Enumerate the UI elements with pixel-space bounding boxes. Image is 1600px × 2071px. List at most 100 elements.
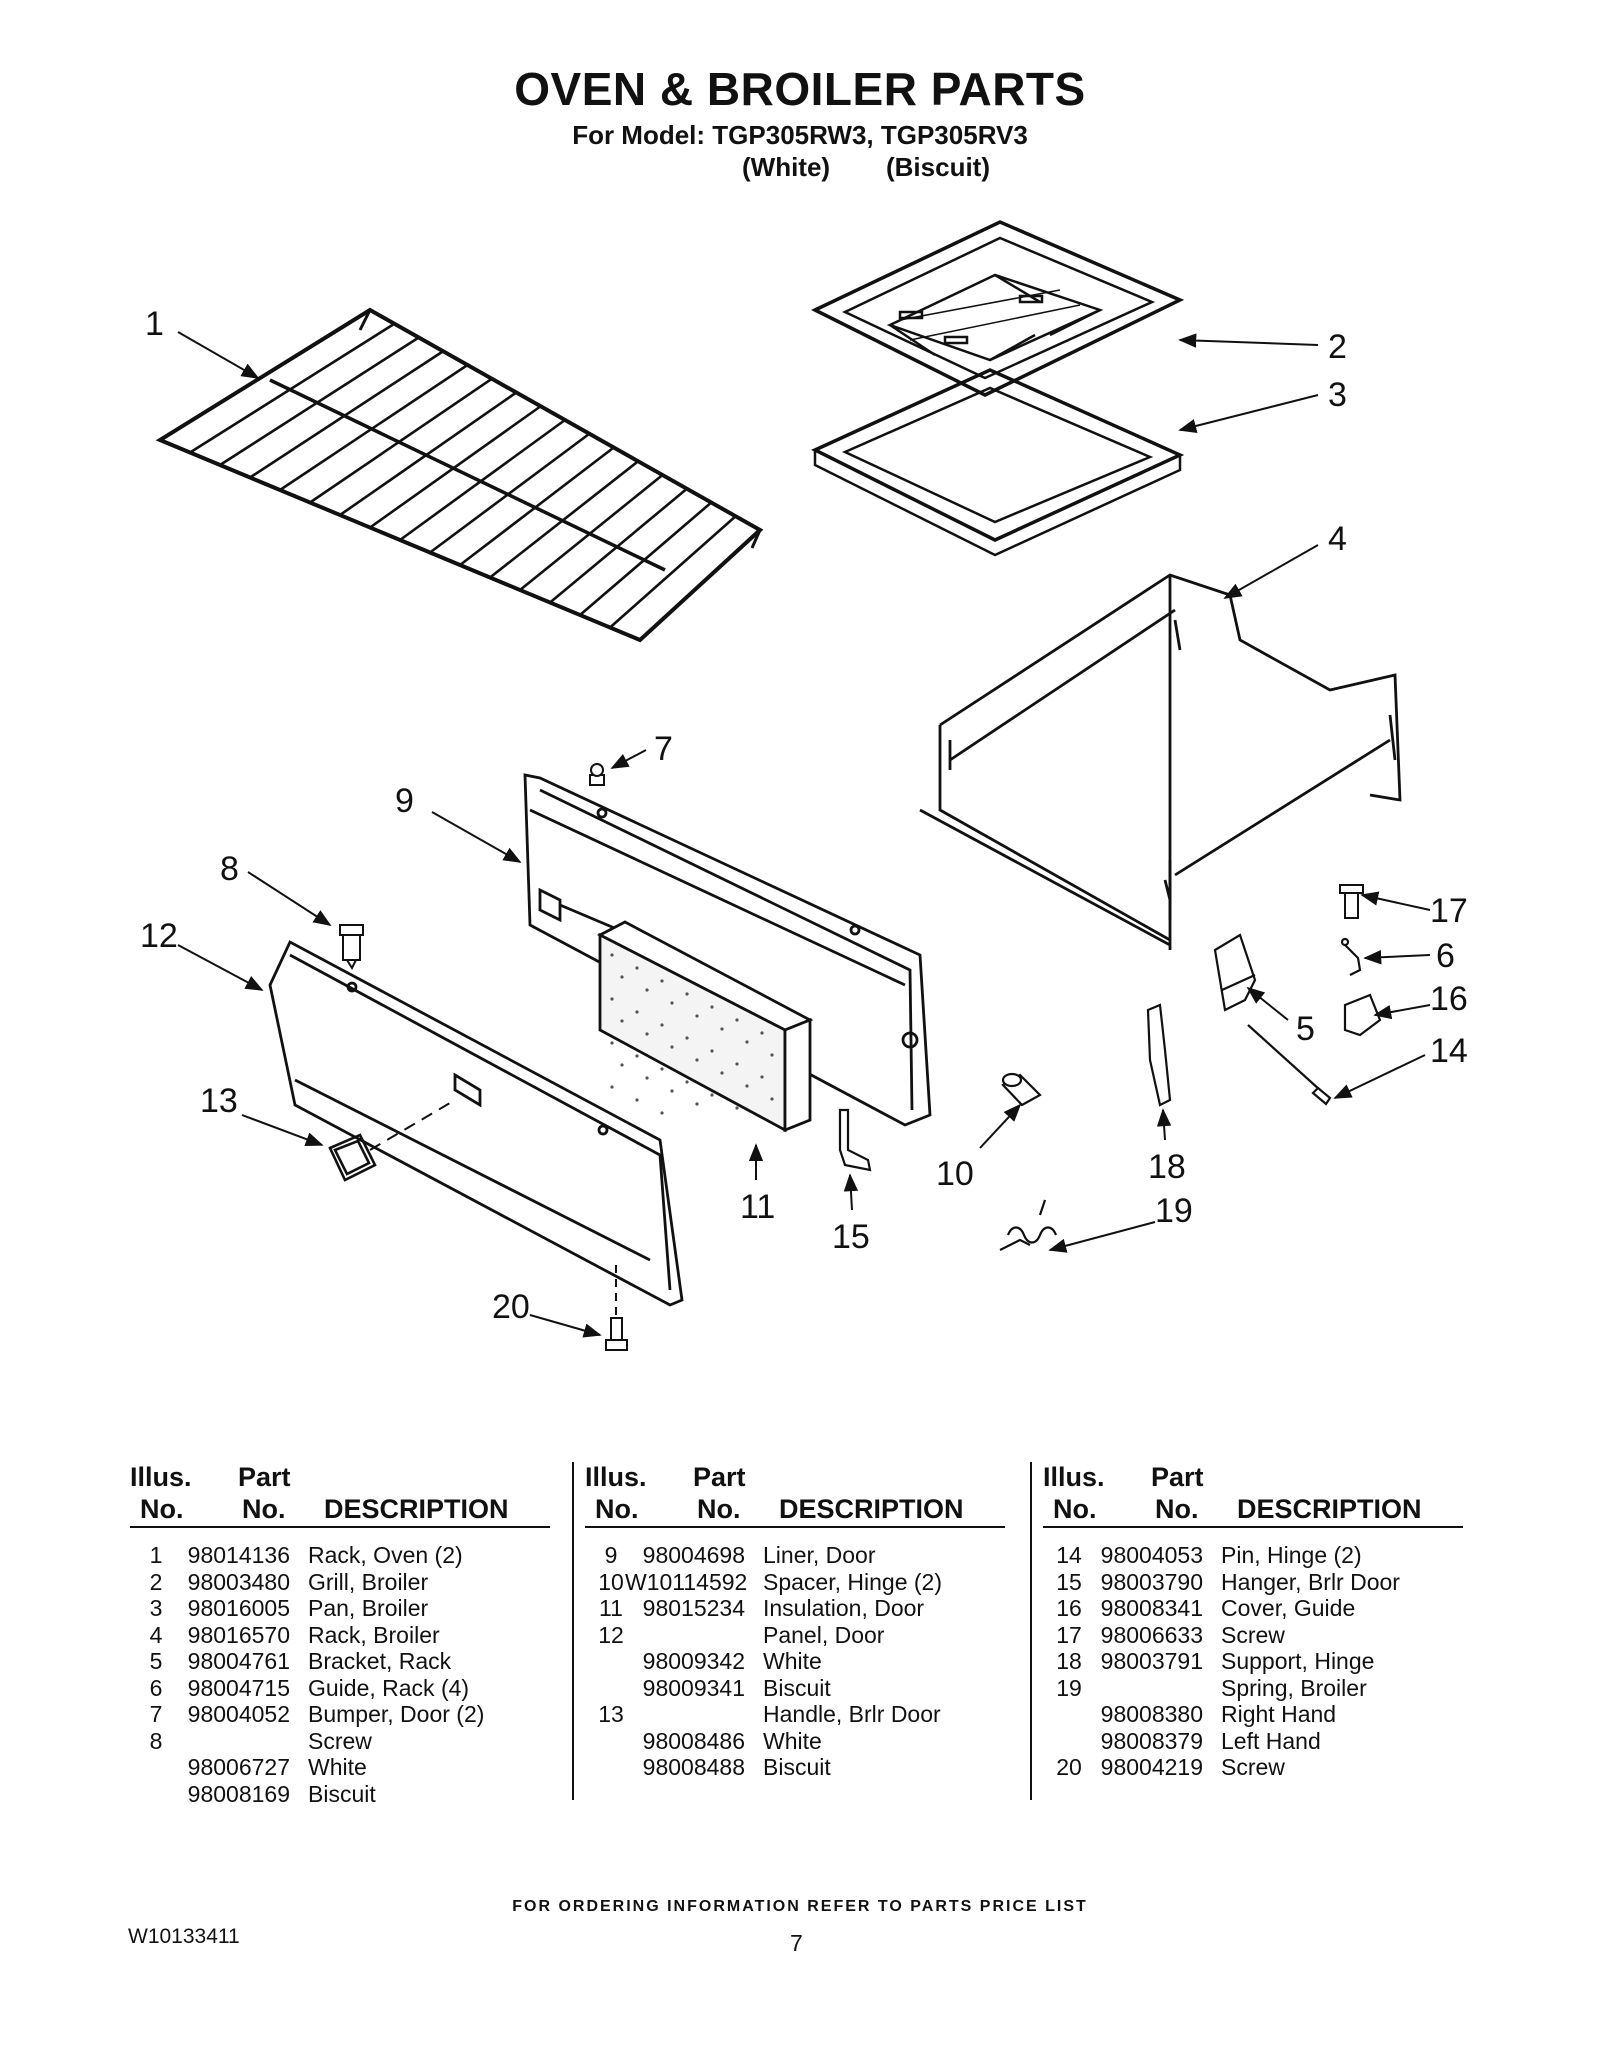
- part-number: 98006727: [187, 1754, 290, 1780]
- screw-8-part: [339, 924, 364, 971]
- part-description: White: [763, 1727, 822, 1754]
- callout-6: 6: [1436, 937, 1455, 975]
- illus-number: 12: [598, 1621, 624, 1648]
- hinge-support-18-part: [1146, 1003, 1172, 1107]
- callout-leaders: [177, 331, 1431, 1338]
- table-row: 98009341 Biscuit: [585, 1675, 1005, 1702]
- part-number: 98015234: [642, 1595, 745, 1621]
- callout-9: 9: [395, 782, 414, 820]
- callout-20: 20: [492, 1288, 530, 1326]
- illus-number: 7: [149, 1701, 163, 1727]
- part-description: Bumper, Door (2): [308, 1701, 485, 1727]
- part-number: 98016005: [187, 1595, 290, 1621]
- illus-number: 8: [149, 1727, 163, 1754]
- part-description: Rack, Broiler: [308, 1621, 440, 1648]
- illus-number: 6: [149, 1674, 163, 1701]
- part-description: Biscuit: [308, 1780, 376, 1807]
- part-number: 98009341: [642, 1674, 745, 1701]
- callout-5: 5: [1296, 1010, 1315, 1048]
- illus-number: 1: [149, 1542, 163, 1568]
- callout-1: 1: [145, 305, 164, 343]
- callout-4: 4: [1328, 520, 1347, 558]
- broiler-pan-part: [810, 368, 1185, 557]
- bumper-7-part: [589, 763, 605, 786]
- part-number: 98003790: [1100, 1568, 1203, 1595]
- part-number: 98009342: [642, 1648, 745, 1674]
- header-illus-no-label: No.: [595, 1494, 639, 1524]
- broiler-rack-part: [919, 573, 1402, 950]
- part-description: Support, Hinge: [1221, 1648, 1375, 1674]
- callout-13: 13: [200, 1082, 238, 1120]
- illus-number: 18: [1056, 1648, 1082, 1674]
- screw-20-part: [605, 1317, 628, 1351]
- callout-19: 19: [1155, 1192, 1193, 1230]
- header-illus-no-label: No.: [140, 1494, 184, 1524]
- callout-17: 17: [1430, 892, 1468, 930]
- header-part-label: Part: [1151, 1462, 1204, 1492]
- hinge-pin-14-part: [1247, 1024, 1332, 1106]
- part-number: 98008486: [642, 1727, 745, 1754]
- header-illus-label: Illus.: [585, 1462, 647, 1492]
- part-description: Guide, Rack (4): [308, 1674, 470, 1701]
- illus-number: 17: [1056, 1621, 1082, 1648]
- header-illus-label: Illus.: [1043, 1462, 1105, 1492]
- part-description: White: [763, 1648, 822, 1674]
- part-description: Insulation, Door: [763, 1595, 925, 1621]
- header-description-label: DESCRIPTION: [324, 1494, 509, 1524]
- part-description: Screw: [1221, 1754, 1285, 1780]
- part-description: Liner, Door: [763, 1542, 876, 1568]
- part-number: 98014136: [187, 1542, 290, 1568]
- part-description: Panel, Door: [763, 1621, 885, 1648]
- part-number: 98008169: [187, 1780, 290, 1807]
- illus-number: 5: [149, 1648, 163, 1674]
- rack-guide-6-part: [1340, 937, 1362, 976]
- header-part-no-label: No.: [242, 1494, 286, 1524]
- callout-7: 7: [654, 730, 673, 768]
- screw-17-part: [1339, 884, 1364, 919]
- part-description: Spacer, Hinge (2): [763, 1568, 942, 1595]
- illus-number: 3: [149, 1595, 163, 1621]
- exploded-parts-diagram: 1 2 3 4 5 6 7 8 9 10 11 12 13 14 15 16 1…: [140, 220, 1468, 1351]
- part-description: Screw: [1221, 1621, 1285, 1648]
- part-number: 98006633: [1100, 1621, 1203, 1648]
- header-description-label: DESCRIPTION: [779, 1494, 964, 1524]
- oven-rack-part: [155, 307, 764, 643]
- broiler-spring-19-part: [999, 1199, 1058, 1251]
- ordering-note: FOR ORDERING INFORMATION REFER TO PARTS …: [512, 1898, 1088, 1915]
- header-part-no-label: No.: [697, 1494, 741, 1524]
- illus-number: 9: [604, 1542, 618, 1568]
- broiler-grill-part: [811, 220, 1185, 397]
- header-illus-no-label: No.: [1053, 1494, 1097, 1524]
- callout-12: 12: [140, 917, 178, 955]
- header-part-no-label: No.: [1155, 1494, 1199, 1524]
- rack-bracket-5-part: [1213, 933, 1257, 1012]
- part-number: 98004053: [1100, 1542, 1203, 1568]
- guide-cover-16-part: [1343, 993, 1382, 1037]
- model-line: For Model: TGP305RW3, TGP305RV3: [572, 120, 1028, 150]
- part-description: Biscuit: [763, 1674, 831, 1701]
- door-handle-part: [328, 1133, 377, 1182]
- illus-number: 10: [598, 1568, 624, 1595]
- illus-number: 15: [1056, 1568, 1082, 1595]
